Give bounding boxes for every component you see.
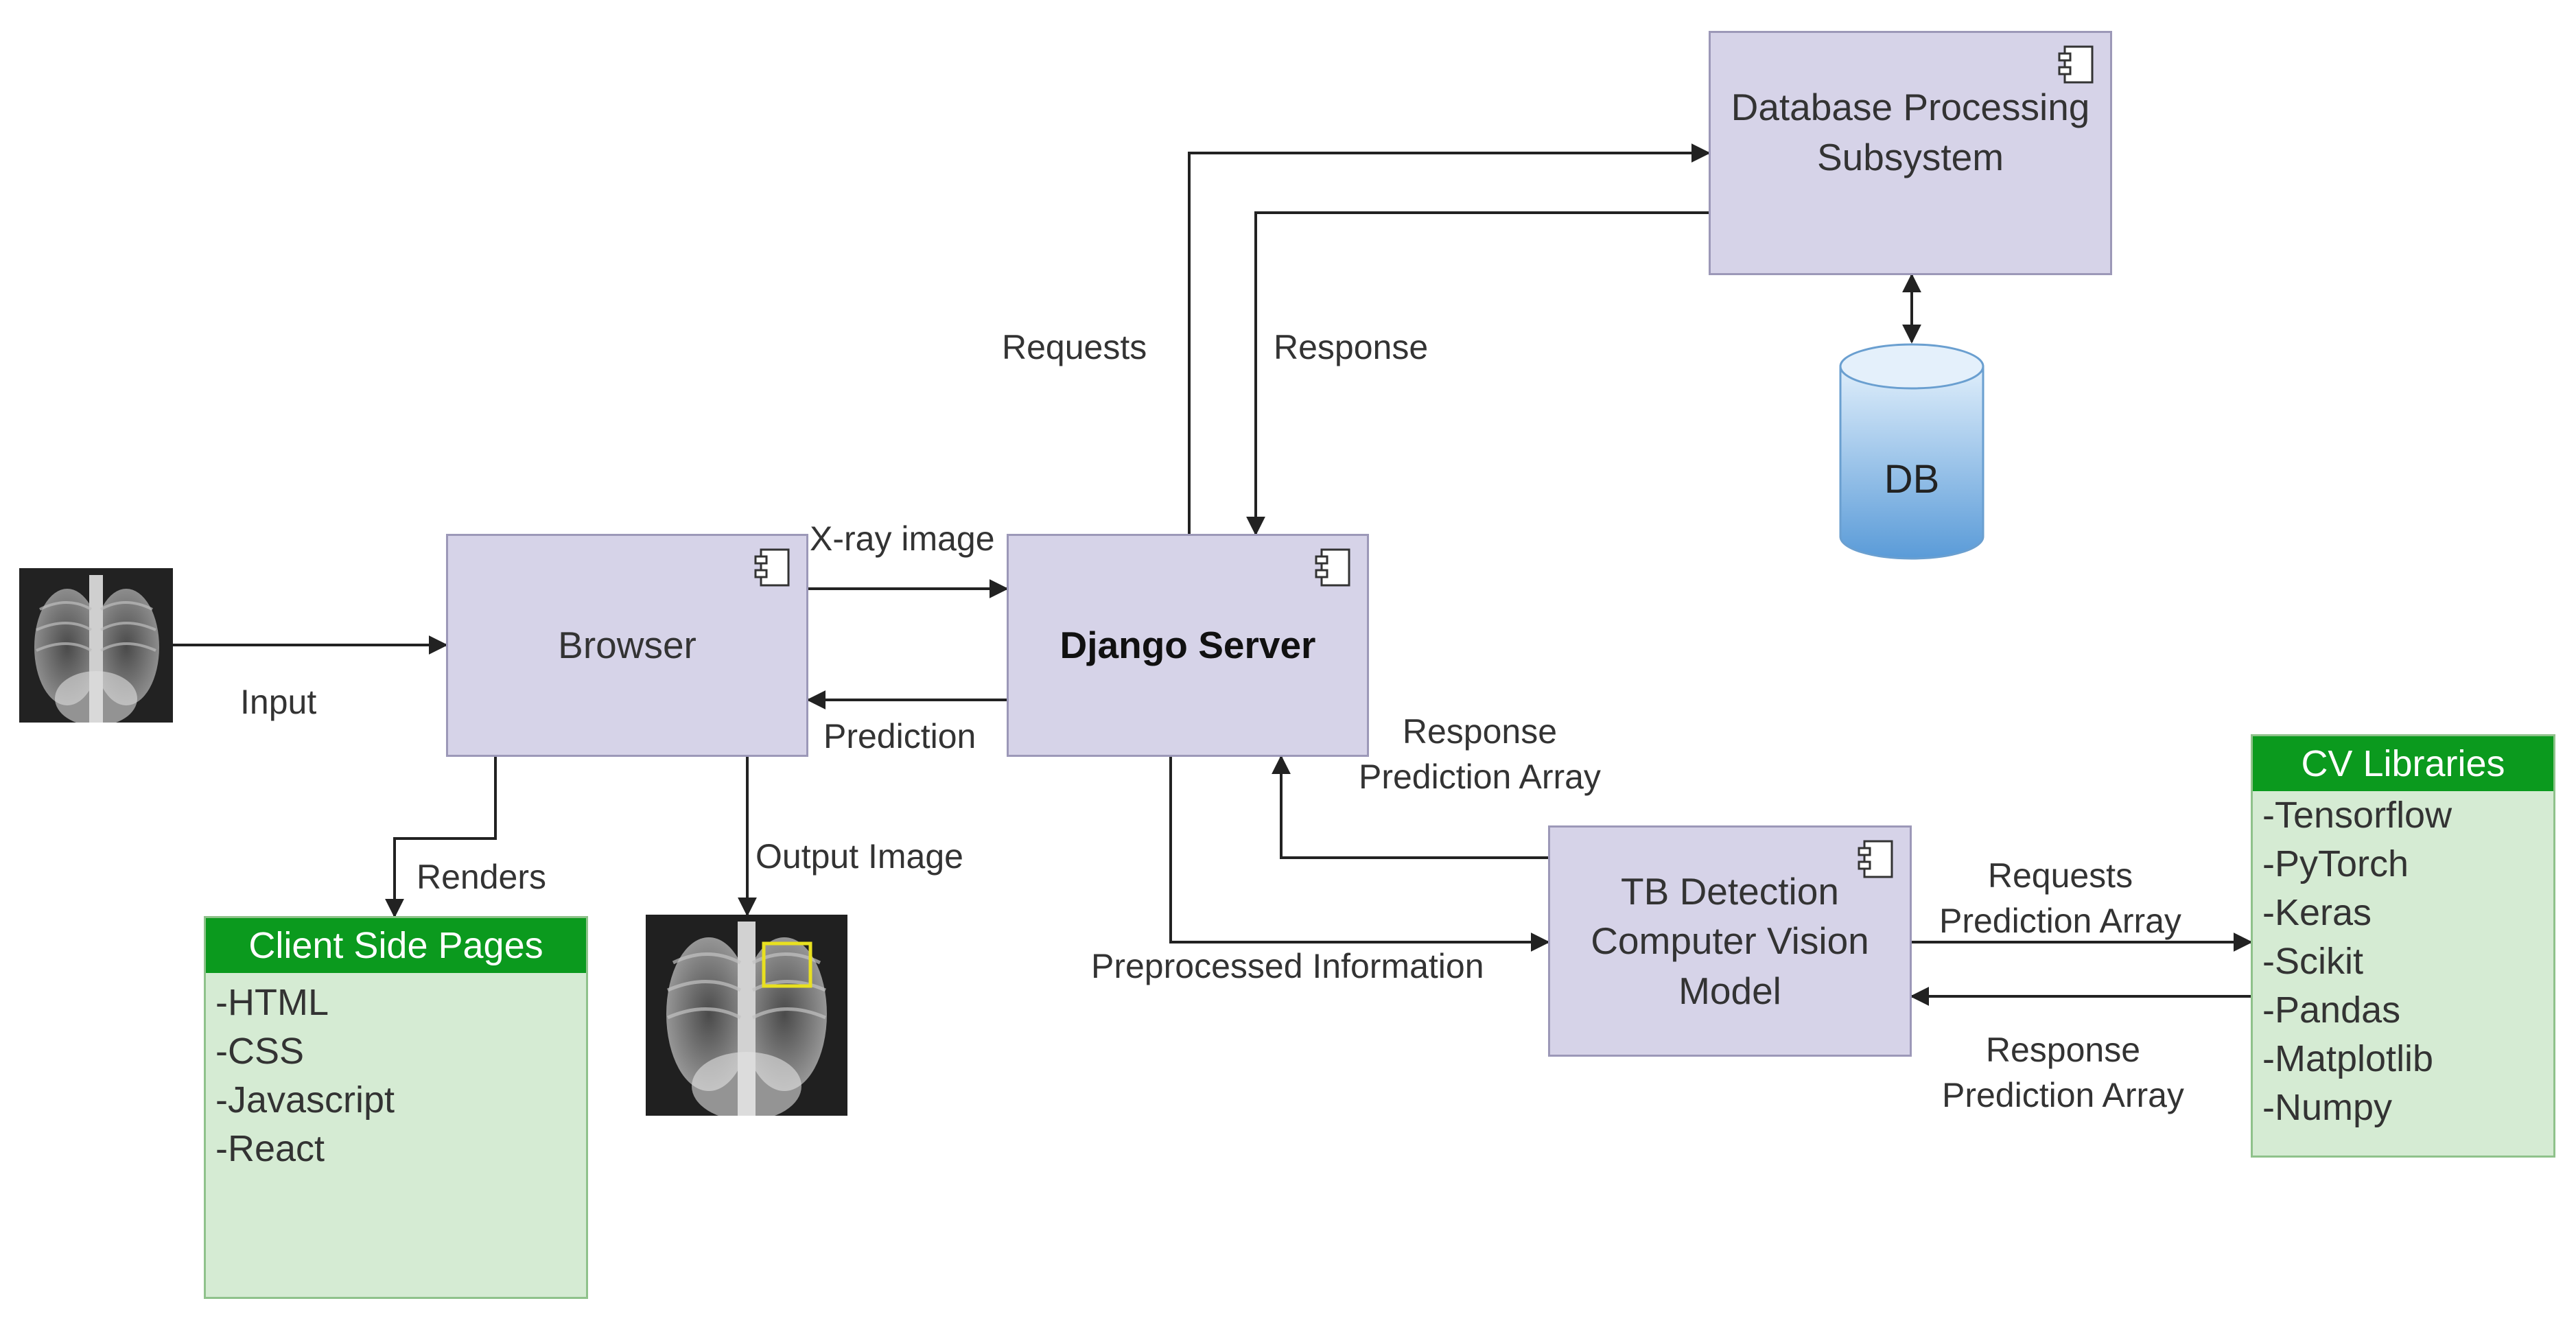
- label-output-image: Output Image: [756, 837, 963, 876]
- browser-title: Browser: [558, 624, 696, 667]
- tb-model-title: TB Detection Computer Vision Model: [1591, 869, 1869, 1012]
- component-icon: [1315, 548, 1350, 587]
- cv-library-item: -Numpy: [2262, 1087, 2393, 1128]
- label-response-cv: Response Prediction Array: [1942, 1031, 2184, 1114]
- label-prediction: Prediction: [823, 717, 976, 755]
- client-page-item: -CSS: [215, 1031, 305, 1072]
- component-icon: [1858, 840, 1893, 878]
- label-response-prediction-django: Response Prediction Array: [1359, 712, 1601, 796]
- edge-requests-db: [1188, 143, 1711, 534]
- label-input: Input: [240, 683, 317, 721]
- cv-libraries-box: CV Libraries -Tensorflow -PyTorch -Keras…: [2251, 734, 2555, 1158]
- client-side-pages-box: Client Side Pages -HTML -CSS -Javascript…: [204, 916, 588, 1299]
- output-xray-image: [646, 915, 847, 1116]
- django-server-title: Django Server: [1059, 624, 1316, 667]
- db-label: DB: [1884, 457, 1940, 502]
- cv-library-item: -Keras: [2262, 892, 2372, 933]
- django-server-component: Django Server: [1007, 534, 1369, 757]
- tb-detection-model: TB Detection Computer Vision Model: [1548, 825, 1912, 1057]
- input-xray-image: [19, 568, 173, 723]
- edge-preprocessed: [1169, 757, 1550, 952]
- cv-library-item: -Matplotlib: [2262, 1038, 2434, 1079]
- cv-library-item: -Tensorflow: [2262, 795, 2452, 836]
- label-preprocessed: Preprocessed Information: [1091, 947, 1484, 985]
- client-page-item: -React: [215, 1128, 325, 1169]
- label-xray-image: X-ray image: [810, 519, 995, 558]
- label-requests-db: Requests: [1002, 328, 1147, 366]
- edge-response-db: [1246, 211, 1709, 536]
- label-response-db: Response: [1274, 328, 1429, 366]
- edge-renders: [385, 757, 497, 918]
- database-processing-subsystem: Database Processing Subsystem: [1709, 31, 2112, 275]
- cv-library-item: -Scikit: [2262, 941, 2363, 982]
- browser-component: Browser: [446, 534, 808, 757]
- cv-libraries-title: CV Libraries: [2253, 736, 2553, 791]
- cv-library-item: -Pandas: [2262, 989, 2401, 1031]
- label-renders: Renders: [417, 858, 546, 896]
- detection-box: [762, 941, 812, 988]
- db-subsystem-title: Database Processing Subsystem: [1731, 86, 2090, 178]
- client-page-item: -HTML: [215, 982, 329, 1023]
- client-side-pages-title: Client Side Pages: [206, 918, 586, 973]
- database-cylinder: [1839, 343, 1984, 560]
- component-icon: [2058, 45, 2094, 84]
- cv-library-item: -PyTorch: [2262, 843, 2409, 884]
- component-icon: [754, 548, 790, 587]
- client-page-item: -Javascript: [215, 1079, 395, 1121]
- edge-response-prediction: [1272, 755, 1548, 859]
- label-requests-cv: Requests Prediction Array: [1939, 856, 2181, 940]
